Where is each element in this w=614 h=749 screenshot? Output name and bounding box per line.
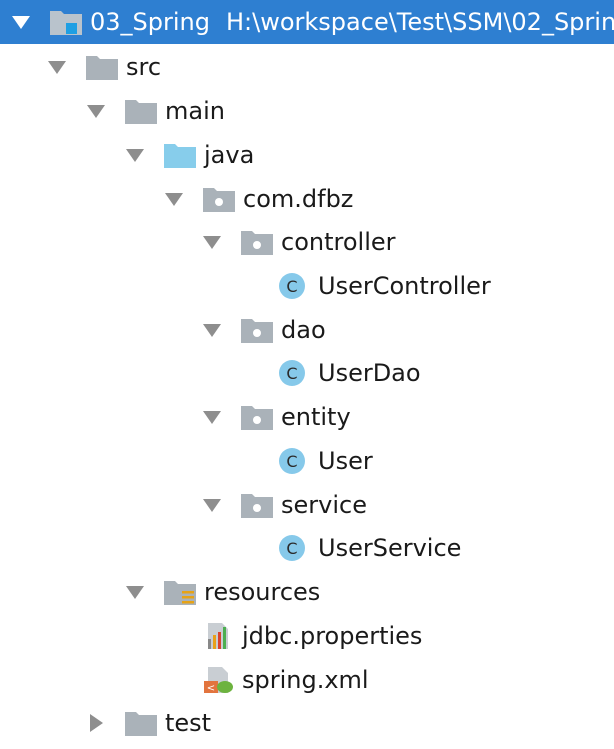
svg-text:C: C	[286, 452, 297, 471]
tree-node-user[interactable]: C User	[0, 439, 614, 483]
src-label: src	[126, 53, 162, 81]
tree-node-test[interactable]: test	[0, 701, 614, 745]
expand-arrow-icon[interactable]	[201, 494, 223, 516]
class-icon: C	[276, 358, 308, 388]
expand-arrow-icon[interactable]	[85, 100, 107, 122]
package-icon	[201, 184, 237, 214]
svg-text:C: C	[286, 364, 297, 383]
user-label: User	[318, 447, 373, 475]
tree-node-service[interactable]: service	[0, 483, 614, 527]
expand-arrow-icon[interactable]	[124, 144, 146, 166]
package-icon	[239, 402, 275, 432]
service-label: service	[281, 491, 367, 519]
folder-icon	[84, 52, 120, 82]
tree-node-entity[interactable]: entity	[0, 395, 614, 439]
resources-folder-icon	[162, 577, 198, 607]
folder-icon	[123, 708, 159, 738]
dao-label: dao	[281, 316, 326, 344]
root-module-name: 03_Spring	[90, 8, 210, 36]
expand-arrow-icon[interactable]	[124, 581, 146, 603]
tree-node-resources[interactable]: resources	[0, 570, 614, 614]
package-icon	[239, 490, 275, 520]
class-icon: C	[276, 533, 308, 563]
tree-node-src[interactable]: src	[0, 45, 614, 89]
entity-label: entity	[281, 403, 351, 431]
tree-node-spring-xml[interactable]: < spring.xml	[0, 658, 614, 702]
tree-node-java[interactable]: java	[0, 133, 614, 177]
tree-node-jdbc-properties[interactable]: jdbc.properties	[0, 614, 614, 658]
user-dao-label: UserDao	[318, 359, 421, 387]
collapse-arrow-icon[interactable]	[85, 712, 107, 734]
main-label: main	[165, 97, 225, 125]
svg-text:<: <	[207, 683, 215, 694]
package-label: com.dfbz	[243, 185, 354, 213]
source-folder-icon	[162, 140, 198, 170]
expand-arrow-icon[interactable]	[201, 231, 223, 253]
jdbc-properties-label: jdbc.properties	[242, 622, 423, 650]
test-label: test	[165, 709, 212, 737]
expand-arrow-icon[interactable]	[163, 188, 185, 210]
expand-arrow-icon[interactable]	[46, 56, 68, 78]
folder-icon	[123, 96, 159, 126]
class-icon: C	[276, 446, 308, 476]
expand-arrow-icon[interactable]	[201, 406, 223, 428]
root-module-path: H:\workspace\Test\SSM\02_Spring	[226, 8, 614, 36]
java-label: java	[204, 141, 255, 169]
package-icon	[239, 315, 275, 345]
expand-arrow-icon[interactable]	[10, 11, 32, 33]
svg-text:C: C	[286, 277, 297, 296]
spring-xml-icon: <	[200, 665, 236, 695]
resources-label: resources	[204, 578, 321, 606]
tree-node-user-service[interactable]: C UserService	[0, 526, 614, 570]
package-icon	[239, 227, 275, 257]
module-icon	[48, 7, 84, 37]
user-controller-label: UserController	[318, 272, 491, 300]
spring-xml-label: spring.xml	[242, 666, 369, 694]
svg-text:C: C	[286, 539, 297, 558]
properties-file-icon	[200, 621, 236, 651]
tree-node-user-dao[interactable]: C UserDao	[0, 351, 614, 395]
tree-node-controller[interactable]: controller	[0, 220, 614, 264]
tree-node-root[interactable]: 03_Spring H:\workspace\Test\SSM\02_Sprin…	[0, 0, 614, 44]
user-service-label: UserService	[318, 534, 462, 562]
controller-label: controller	[281, 228, 396, 256]
tree-node-user-controller[interactable]: C UserController	[0, 264, 614, 308]
tree-node-dao[interactable]: dao	[0, 308, 614, 352]
tree-node-main[interactable]: main	[0, 89, 614, 133]
expand-arrow-icon[interactable]	[201, 319, 223, 341]
class-icon: C	[276, 271, 308, 301]
tree-node-package[interactable]: com.dfbz	[0, 177, 614, 221]
